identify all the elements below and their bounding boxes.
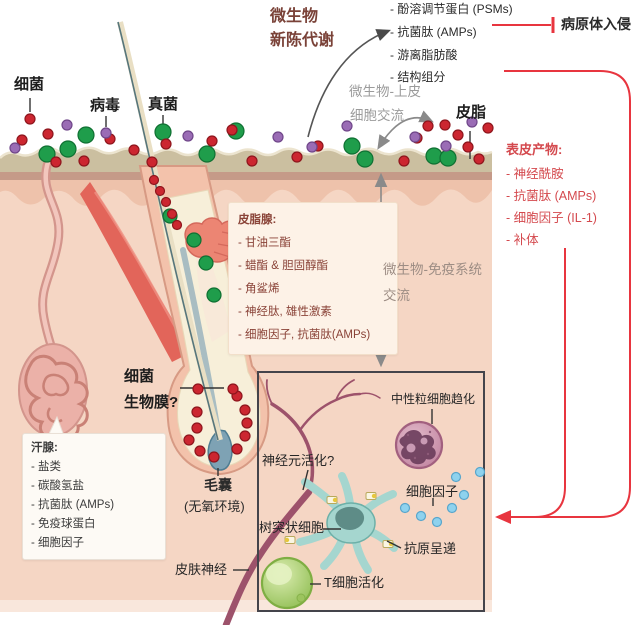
skin-nerve-label: 皮肤神经 xyxy=(175,562,228,577)
neutrophil-cell xyxy=(394,420,444,470)
stratum-corneum-highlight xyxy=(0,146,493,159)
sweat-gland-coil-detail-2 xyxy=(42,373,70,397)
fungus-dots xyxy=(38,122,457,168)
epithelial-crosstalk-label-line1: 微生物-上皮 xyxy=(349,84,421,99)
epidermal-product-amp: - 抗菌肽 (AMPs) xyxy=(506,189,597,203)
arrector-pili-muscle xyxy=(80,182,192,362)
dendritic-cell-label: 树突状细胞 xyxy=(259,520,325,535)
metabolite-ffa: - 游离脂肪酸 xyxy=(390,48,458,62)
skin-basal-band xyxy=(0,170,492,180)
nerve-trunk xyxy=(222,488,313,625)
bacteria-dots xyxy=(16,113,494,168)
sebaceous-item: - 细胞因子, 抗菌肽(AMPs) xyxy=(238,329,371,341)
t-cell-activation-label: T细胞活化 xyxy=(324,575,384,590)
bacteria-label: 细菌 xyxy=(14,76,45,93)
metabolite-structural: - 结构组分 xyxy=(390,70,446,84)
sweat-gland-infobox: 汗腺: - 盐类 - 碳酸氢盐 - 抗菌肽 (AMPs) - 免疫球蛋白 - 细… xyxy=(22,433,166,560)
immune-crosstalk-label-line2: 交流 xyxy=(383,288,410,303)
anaerobic-label: (无氧环境) xyxy=(184,499,245,514)
nerve-branch-4 xyxy=(265,379,273,405)
sebaceous-item: - 角鲨烯 xyxy=(238,283,280,295)
sweat-item: - 抗菌肽 (AMPs) xyxy=(31,499,115,511)
epithelial-crosstalk-arrow xyxy=(377,110,434,150)
biofilm-label-line2: 生物膜? xyxy=(124,394,179,411)
sweat-item: - 免疫球蛋白 xyxy=(31,518,96,530)
bacteria-dots-follicle xyxy=(148,174,183,231)
red-arrow-outer-loop xyxy=(495,70,631,524)
pathogen-invasion-label: 病原体入侵 xyxy=(561,16,631,32)
cytokines-label: 细胞因子 xyxy=(406,484,459,499)
virus-dots xyxy=(9,116,478,154)
sebum-label: 皮脂 xyxy=(456,104,487,121)
biofilm-bacteria-dots xyxy=(183,383,253,463)
neuron-pointer xyxy=(302,469,309,491)
sweat-gland-coil-detail xyxy=(24,354,89,441)
hair-follicle-label: 毛囊 xyxy=(204,477,232,493)
nerve-branch-3 xyxy=(335,379,355,401)
neutrophil-chemotaxis-label: 中性粒细胞趋化 xyxy=(391,392,476,406)
nerve-branch-5 xyxy=(359,392,381,399)
sweat-gland-coil-detail-3 xyxy=(46,407,63,424)
skin-epidermis xyxy=(0,178,492,206)
metabolism-arrow xyxy=(307,29,391,138)
sebaceous-item: - 蜡酯 & 胆固醇酯 xyxy=(238,260,329,272)
neuron-activation-label: 神经元活化? xyxy=(262,453,335,468)
red-inhibition-line xyxy=(492,17,555,33)
sebaceous-item: - 甘油三酯 xyxy=(238,237,292,249)
metabolite-amp: - 抗菌肽 (AMPs) xyxy=(390,25,477,39)
sweat-duct-lumen xyxy=(40,159,62,355)
skin-dermis-bottom-fade xyxy=(0,600,492,612)
epidermal-product-complement: - 补体 xyxy=(506,233,539,247)
metabolism-label-line1: 微生物 xyxy=(270,8,319,25)
biofilm-label-line1: 细菌 xyxy=(124,368,155,385)
t-cell xyxy=(260,556,314,610)
fungus-label: 真菌 xyxy=(148,96,179,113)
sweat-item: - 盐类 xyxy=(31,461,62,473)
cytokine-dots xyxy=(399,466,486,528)
red-arrow-inner-line xyxy=(520,248,566,518)
metabolite-psm: - 酚溶调节蛋白 (PSMs) xyxy=(390,2,513,16)
sebaceous-item: - 神经肽, 雄性激素 xyxy=(238,306,332,318)
antigen-pointer xyxy=(386,540,402,549)
neutrophil-nucleus xyxy=(399,430,436,465)
epidermal-product-ceramide: - 神经酰胺 xyxy=(506,167,564,181)
skin-nerve xyxy=(222,379,381,625)
antigen-presentation-label: 抗原呈递 xyxy=(404,541,457,556)
epithelial-crosstalk-label-line2: 细胞交流 xyxy=(350,108,404,123)
dendritic-cell xyxy=(284,472,398,574)
sweat-item: - 碳酸氢盐 xyxy=(31,480,85,492)
immune-box xyxy=(257,371,485,612)
immune-crosstalk-label-line1: 微生物-免疫系统 xyxy=(383,262,482,277)
sebaceous-title: 皮脂腺: xyxy=(238,214,277,226)
epidermal-products-title: 表皮产物: xyxy=(506,142,563,157)
sweat-item: - 细胞因子 xyxy=(31,537,85,549)
metabolism-label-line2: 新陈代谢 xyxy=(270,32,335,49)
sebaceous-gland-infobox: 皮脂腺: - 甘油三酯 - 蜡酯 & 胆固醇酯 - 角鲨烯 - 神经肽, 雄性激… xyxy=(228,202,398,355)
epidermal-product-il1: - 细胞因子 (IL-1) xyxy=(506,211,597,225)
fungus-dots-follicle xyxy=(162,208,222,303)
virus-label: 病毒 xyxy=(90,97,121,114)
dendritic-nucleus xyxy=(335,506,365,530)
sweat-title: 汗腺: xyxy=(31,442,58,454)
